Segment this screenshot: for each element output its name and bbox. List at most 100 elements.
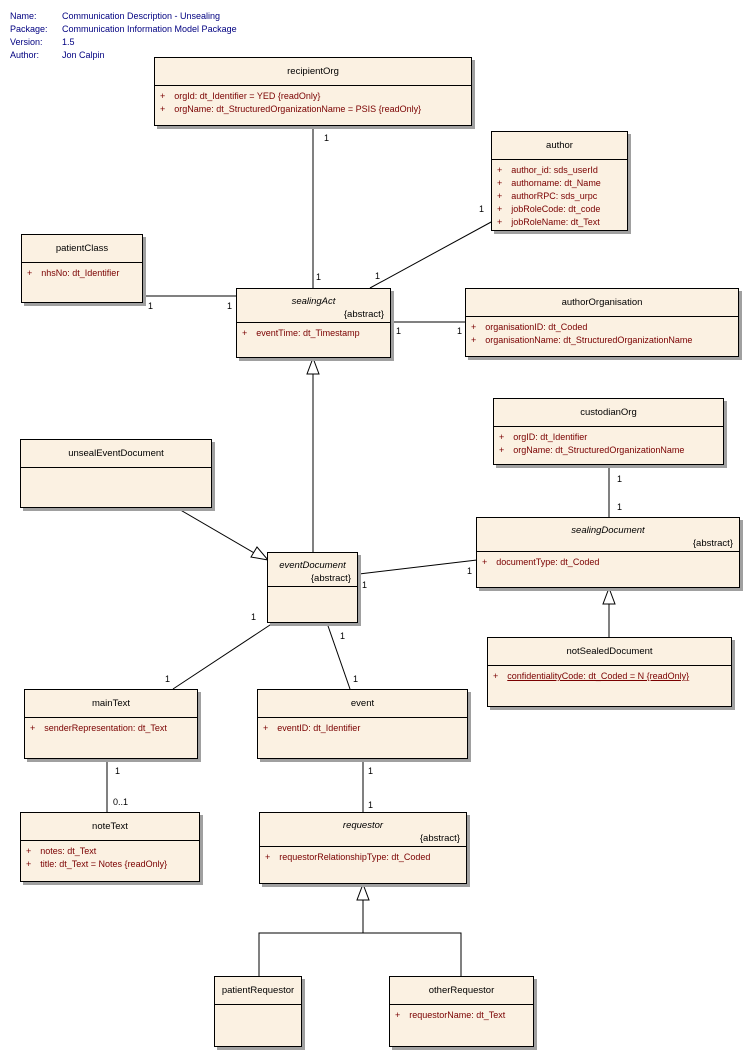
gen-unseal-eventdoc <box>176 507 257 555</box>
class-attribute[interactable]: + jobRoleCode: dt_code <box>497 203 623 216</box>
attribute-visibility: + <box>499 432 505 442</box>
header-key: Version: <box>10 37 43 47</box>
class-attribute[interactable]: +notes: dt_Text <box>26 845 195 858</box>
class-attributes: +author_id: sds_userId+authorname: dt_Na… <box>492 160 627 231</box>
class-notetext[interactable]: noteText +notes: dt_Text+title: dt_Text =… <box>20 812 200 882</box>
class-name: eventDocument{abstract} <box>268 553 357 586</box>
class-attributes: + orgID: dt_Identifier +orgName: dt_Struct… <box>494 427 723 459</box>
class-authororganisation[interactable]: authorOrganisation+organisationID: dt_Co… <box>465 288 739 357</box>
class-attribute[interactable]: +author_id: sds_userId <box>497 164 623 177</box>
class-requestor[interactable]: requestor{abstract} +requestorRelationshi… <box>259 812 467 884</box>
attribute-text: orgID: dt_Identifier <box>513 432 588 442</box>
class-attribute[interactable]: +jobRoleName: dt_Text <box>497 216 623 229</box>
class-name: sealingAct{abstract} <box>237 289 390 322</box>
class-name: noteText <box>92 821 128 832</box>
attribute-visibility: + <box>242 328 248 338</box>
class-patientclass[interactable]: patientClass +nhsNo: dt_Identifier <box>21 234 143 303</box>
class-attribute[interactable]: +documentType: dt_Coded <box>482 556 735 569</box>
gen-arrow-sealingact <box>306 356 320 375</box>
class-attributes: +nhsNo: dt_Identifier <box>22 263 142 282</box>
class-attribute[interactable]: +requestorRelationshipType: dt_Coded <box>265 851 462 864</box>
class-divider <box>25 717 197 718</box>
class-attribute[interactable]: + orgID: dt_Identifier <box>499 431 719 444</box>
class-notsealeddocument[interactable]: notSealedDocument+confidentialityCode: d… <box>487 637 732 707</box>
class-divider <box>268 586 357 587</box>
class-name: requestor{abstract} <box>260 813 466 846</box>
class-attributes: + organisationID: dt_Coded +organisationNa… <box>466 317 738 349</box>
class-otherrequestor[interactable]: otherRequestor+requestorName: dt_Text <box>389 976 534 1047</box>
class-attribute[interactable]: +orgId: dt_Identifier = YED {readOnly} <box>160 90 467 103</box>
gen-requestor-tree <box>258 932 462 976</box>
multiplicity-label: 0..1 <box>113 797 129 807</box>
class-eventdocument[interactable]: eventDocument{abstract} <box>267 552 358 623</box>
class-attribute[interactable]: +eventTime: dt_Timestamp <box>242 327 386 340</box>
attribute-visibility: + <box>497 165 503 175</box>
class-attributes: +notes: dt_Text+title: dt_Text = Notes {… <box>21 841 199 873</box>
class-attributes <box>21 468 211 474</box>
class-attribute[interactable]: + requestorName: dt_Text <box>395 1009 529 1022</box>
class-attribute[interactable]: +title: dt_Text = Notes {readOnly} <box>26 858 195 871</box>
multiplicity-label: 1 <box>148 301 154 311</box>
class-divider <box>237 322 390 323</box>
multiplicity-label: 1 <box>479 204 485 214</box>
class-custodianorg[interactable]: custodianOrg + orgID: dt_Identifier +orgNam… <box>493 398 724 465</box>
class-recipientorg[interactable]: recipientOrg+orgId: dt_Identifier = YED … <box>154 57 472 126</box>
class-stereotype: {abstract} <box>419 833 460 844</box>
class-divider <box>21 840 199 841</box>
attribute-visibility: + <box>30 723 36 733</box>
multiplicity-label: 1 <box>251 612 257 622</box>
class-attribute[interactable]: +eventID: dt_Identifier <box>263 722 463 735</box>
class-unsealeventdocument[interactable]: unsealEventDocument <box>20 439 212 508</box>
class-event[interactable]: event +eventID: dt_Identifier <box>257 689 468 759</box>
class-attribute[interactable]: +authorRPC: sds_urpc <box>497 190 623 203</box>
class-stereotype: {abstract} <box>310 573 351 584</box>
class-name: unsealEventDocument <box>68 448 164 459</box>
multiplicity-label: 1 <box>227 301 233 311</box>
attribute-visibility: + <box>471 322 477 332</box>
class-attribute[interactable]: +orgName: dt_StructuredOrganizationName … <box>160 103 467 116</box>
attribute-visibility: + <box>497 191 503 201</box>
attribute-visibility: + <box>497 178 503 188</box>
attribute-text: orgId: dt_Identifier = YED {readOnly} <box>174 91 321 101</box>
class-author[interactable]: author+author_id: sds_userId+authorname:… <box>491 131 628 231</box>
multiplicity-label: 1 <box>467 566 473 576</box>
class-patientrequestor[interactable]: patientRequestor <box>214 976 302 1047</box>
assoc-author-sealingact <box>369 220 494 289</box>
multiplicity-label: 1 <box>617 474 623 484</box>
gen-arrow-requestor <box>356 882 370 901</box>
class-title: sealingAct <box>291 296 336 307</box>
attribute-visibility: + <box>497 204 503 214</box>
multiplicity-label: 1 <box>115 766 121 776</box>
class-attribute[interactable]: +authorname: dt_Name <box>497 177 623 190</box>
class-attribute[interactable]: +organisationName: dt_StructuredOrganiza… <box>471 334 734 347</box>
class-attribute[interactable]: + organisationID: dt_Coded <box>471 321 734 334</box>
attribute-visibility: + <box>27 268 33 278</box>
attribute-visibility: + <box>263 723 269 733</box>
class-name: patientClass <box>55 243 109 254</box>
attribute-text: requestorName: dt_Text <box>409 1010 506 1020</box>
attribute-text: organisationID: dt_Coded <box>485 322 588 332</box>
multiplicity-label: 1 <box>457 326 463 336</box>
attribute-text: jobRoleCode: dt_code <box>511 204 601 214</box>
class-attributes: +eventTime: dt_Timestamp <box>237 323 390 342</box>
attribute-visibility: + <box>160 104 166 114</box>
class-attributes: +requestorRelationshipType: dt_Coded <box>260 847 466 866</box>
class-attributes: +orgId: dt_Identifier = YED {readOnly}+o… <box>155 86 471 118</box>
class-name: custodianOrg <box>580 407 637 418</box>
header-key: Package: <box>10 24 48 34</box>
class-maintext[interactable]: mainText+senderRepresentation: dt_Text <box>24 689 198 759</box>
multiplicity-label: 1 <box>324 133 330 143</box>
attribute-visibility: + <box>26 846 32 856</box>
class-sealingdocument[interactable]: sealingDocument{abstract}+documentType: … <box>476 517 740 588</box>
class-attribute[interactable]: +orgName: dt_StructuredOrganizationName <box>499 444 719 457</box>
attribute-visibility: + <box>265 852 271 862</box>
class-attribute[interactable]: + senderRepresentation: dt_Text <box>30 722 193 735</box>
class-sealingact[interactable]: sealingAct{abstract} +eventTime: dt_Times… <box>236 288 391 358</box>
class-attribute[interactable]: +confidentialityCode: dt_Coded = N {read… <box>493 670 727 683</box>
class-divider <box>258 717 467 718</box>
class-name: event <box>350 698 375 709</box>
attribute-visibility: + <box>395 1010 401 1020</box>
class-attribute[interactable]: +nhsNo: dt_Identifier <box>27 267 138 280</box>
class-name: recipientOrg <box>287 66 339 77</box>
attribute-text: senderRepresentation: dt_Text <box>44 723 167 733</box>
